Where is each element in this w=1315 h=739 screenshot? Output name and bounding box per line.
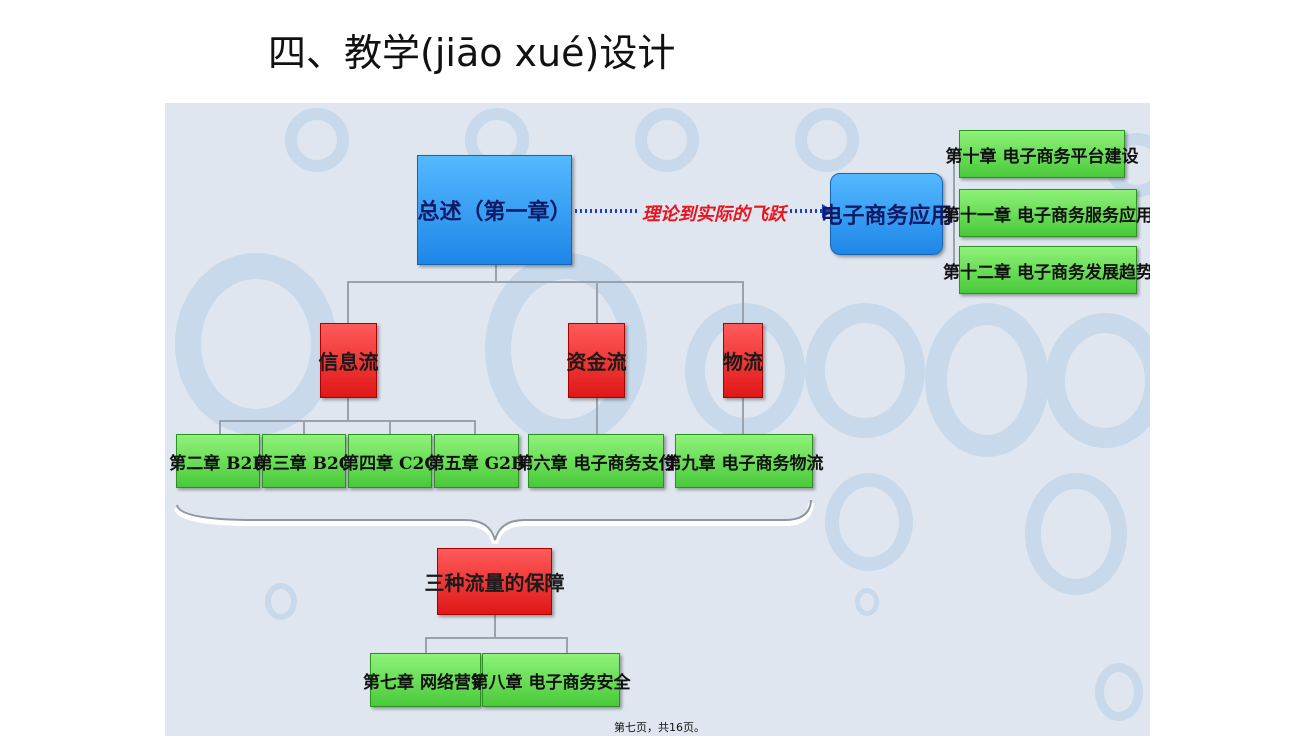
chapter-4-node: 第四章 C2C <box>342 434 438 488</box>
connector-line <box>596 281 598 323</box>
slide-title: 四、教学(jiāo xué)设计 <box>268 31 676 75</box>
page-footer: 第七页，共16页。 <box>614 721 705 734</box>
chapter-7-node: 第七章 网络营销 <box>363 653 488 707</box>
app-chapter-12: 第十二章 电子商务发展趋势 <box>943 246 1150 294</box>
chapter-9-node: 第九章 电子商务物流 <box>665 434 823 488</box>
connector-line <box>566 637 568 653</box>
connector-line <box>742 281 744 323</box>
background-ring <box>855 588 879 616</box>
background-ring <box>265 583 297 620</box>
connector-line <box>742 398 744 434</box>
application-node: 电子商务应用 <box>821 173 953 255</box>
connector-line <box>943 216 953 218</box>
chapter-6-node: 第六章 电子商务支付 <box>517 434 675 488</box>
diagram-canvas: 理论到实际的飞跃 总述（第一章） 电子商务应用 第十章 电子商务平台建设 第十一… <box>165 103 1150 736</box>
connector-line <box>219 420 476 422</box>
logistics-flow-node: 物流 <box>723 323 763 398</box>
capital-flow-node: 资金流 <box>567 323 627 398</box>
chapter-8-node: 第八章 电子商务安全 <box>472 653 630 707</box>
connector-line <box>495 265 497 281</box>
chapter-5-node: 第五章 G2B <box>428 434 525 488</box>
info-flow-node: 信息流 <box>319 323 379 398</box>
app-chapter-11: 第十一章 电子商务服务应用 <box>943 189 1150 237</box>
chapter-2-node: 第二章 B2B <box>169 434 267 488</box>
connector-line <box>347 398 349 420</box>
arrow-label: 理论到实际的飞跃 <box>638 200 790 226</box>
app-chapter-10: 第十章 电子商务平台建设 <box>946 130 1138 178</box>
connector-line <box>494 615 496 637</box>
connector-line <box>347 281 349 323</box>
connector-line <box>347 281 744 283</box>
connector-line <box>303 420 305 434</box>
connector-line <box>596 398 598 434</box>
connector-line <box>425 637 427 653</box>
connector-line <box>219 420 221 434</box>
connector-line <box>953 270 959 272</box>
connector-line <box>953 213 959 215</box>
root-node: 总述（第一章） <box>417 155 572 265</box>
connector-line <box>474 420 476 434</box>
guarantee-node: 三种流量的保障 <box>425 548 565 615</box>
chapter-3-node: 第三章 B2C <box>256 434 352 488</box>
connector-line <box>953 154 959 156</box>
connector-line <box>389 420 391 434</box>
background-ring <box>1095 663 1143 721</box>
connector-line <box>425 637 568 639</box>
